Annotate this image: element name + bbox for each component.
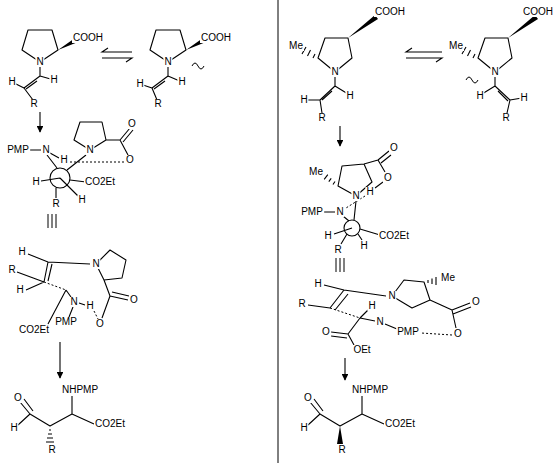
atom-label: R <box>29 99 38 109</box>
atom-label: O <box>321 327 331 337</box>
atom-label: R <box>501 113 510 123</box>
atom-label: H <box>85 301 94 311</box>
atom-label: OEt <box>352 345 371 355</box>
atom-label: COOH <box>72 33 104 43</box>
atom-label: H <box>323 231 332 241</box>
newman-circle <box>344 220 360 236</box>
steric-clash <box>192 63 478 83</box>
atom-label: NHPMP <box>351 385 389 395</box>
atom-label: R <box>7 265 16 275</box>
atom-label: R <box>51 199 60 209</box>
atom-label: CO2Et <box>84 177 116 187</box>
atom-label: CO2Et <box>384 419 416 429</box>
atom-label: PMP <box>6 145 30 155</box>
bond-lines <box>12 30 522 442</box>
atom-label: Me <box>440 273 456 283</box>
atom-label: H <box>313 279 322 289</box>
atom-label: CO2Et <box>94 419 126 429</box>
reaction-arrows <box>59 342 60 378</box>
atom-label: O <box>129 295 139 305</box>
atom-label: N <box>330 67 339 77</box>
atom-label: O <box>127 119 137 129</box>
atom-label: H <box>299 95 308 105</box>
atom-label: R <box>47 445 56 455</box>
equivalence-sign <box>48 214 344 272</box>
atom-label: PMP <box>54 317 78 327</box>
atom-label: R <box>317 113 326 123</box>
atom-label: N <box>85 145 94 155</box>
equilibrium-arrows <box>102 48 442 62</box>
atom-label: H <box>77 195 86 205</box>
atom-label: Me <box>448 41 464 51</box>
atom-label: H <box>135 79 144 89</box>
atom-label: H <box>359 241 368 251</box>
atom-label: N <box>375 317 384 327</box>
atom-label: R <box>333 245 342 255</box>
atom-label: H <box>49 75 58 85</box>
atom-label: H <box>365 187 374 197</box>
atom-label: O <box>471 297 481 307</box>
wedge-bonds <box>58 15 538 444</box>
atom-label: N <box>91 259 100 269</box>
atom-label: R <box>153 99 162 109</box>
atom-label: O <box>383 173 393 183</box>
atom-label: N <box>35 57 44 67</box>
hydrogen-bonds <box>44 162 452 335</box>
atom-label: COOH <box>200 33 232 43</box>
atom-label: N <box>351 191 360 201</box>
atom-label: O <box>389 143 399 153</box>
atom-label: CO2Et <box>378 231 410 241</box>
panel-divider <box>278 0 279 463</box>
atom-label: COOH <box>522 7 554 17</box>
atom-label: CO2Et <box>18 325 50 335</box>
atom-label: H <box>59 155 68 165</box>
atom-label: O <box>303 393 313 403</box>
atom-label: NHPMP <box>61 385 99 395</box>
reaction-arrows <box>39 112 40 132</box>
atom-label: PMP <box>396 327 420 337</box>
atom-label: H <box>177 77 186 87</box>
reaction-arrows <box>344 358 345 380</box>
atom-label: O <box>95 319 105 329</box>
atom-label: N <box>387 291 396 301</box>
atom-label: N <box>69 297 78 307</box>
atom-label: N <box>490 67 499 77</box>
atom-label: H <box>299 423 308 433</box>
atom-label: O <box>125 155 135 165</box>
atom-label: N <box>41 145 50 155</box>
newman-circle <box>50 168 70 188</box>
atom-label: R <box>337 445 346 455</box>
atom-label: H <box>345 91 354 101</box>
atom-label: O <box>453 329 463 339</box>
atom-label: N <box>335 207 344 217</box>
atom-label: COOH <box>374 7 406 17</box>
atom-label: H <box>31 177 40 187</box>
atom-label: H <box>15 285 24 295</box>
atom-label: PMP <box>300 207 324 217</box>
atom-label: Me <box>308 167 324 177</box>
atom-label: H <box>7 77 16 87</box>
atom-label: O <box>13 393 23 403</box>
atom-label: H <box>17 247 26 257</box>
atom-label: H <box>367 301 376 311</box>
atom-label: R <box>297 299 306 309</box>
atom-label: H <box>9 423 18 433</box>
atom-label: H <box>475 91 484 101</box>
atom-label: N <box>163 57 172 67</box>
reaction-arrows <box>339 126 340 146</box>
atom-label: H <box>519 93 528 103</box>
atom-label: Me <box>288 41 304 51</box>
